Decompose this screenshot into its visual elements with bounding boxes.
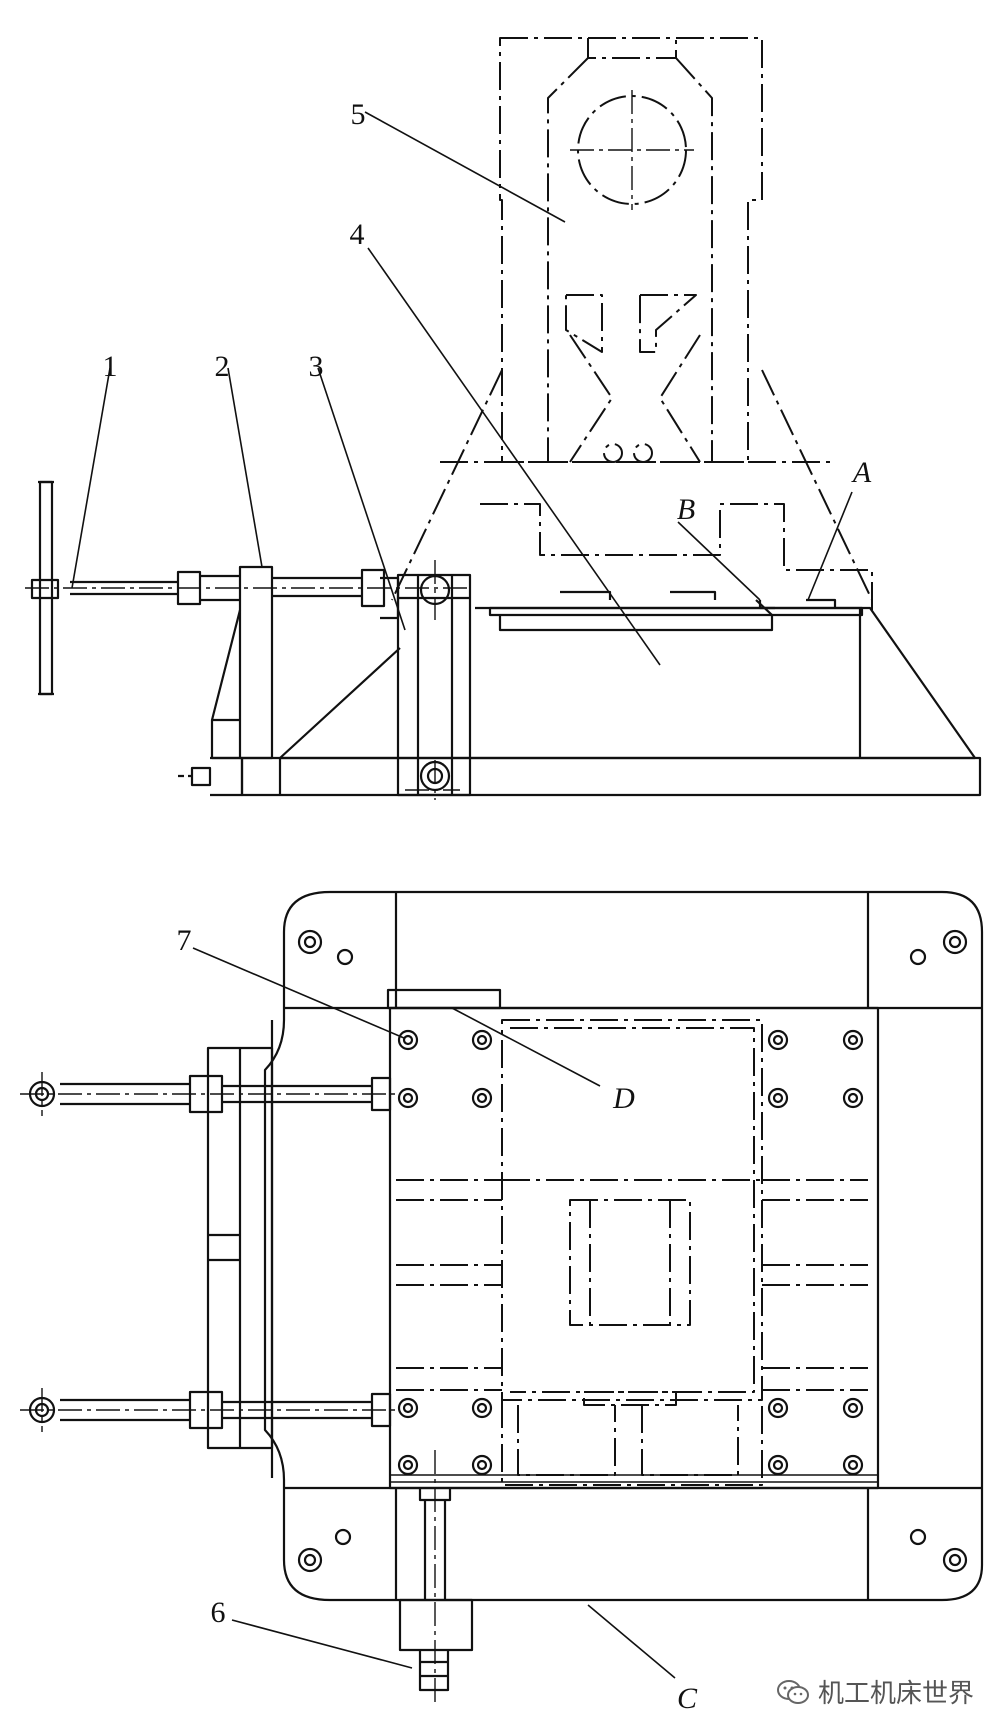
label-C: C <box>677 1682 698 1715</box>
label-2: 2 <box>215 350 230 383</box>
plan-base-outline <box>263 890 984 1602</box>
locating-block-D <box>386 988 502 1010</box>
plan-centerlines <box>20 1072 436 1706</box>
corner-bolts <box>297 929 968 1573</box>
screw-bracket <box>210 565 274 760</box>
plan-leaders <box>192 947 676 1679</box>
label-7: 7 <box>177 924 192 957</box>
base-plate <box>178 756 982 797</box>
front-leaders <box>71 111 853 666</box>
watermark-text: 机工机床世界 <box>817 1679 974 1709</box>
label-6: 6 <box>211 1596 226 1629</box>
label-4: 4 <box>350 218 365 251</box>
screw-centerline <box>25 560 470 800</box>
plan-screw-top <box>28 1074 392 1114</box>
plan-workpiece <box>396 1019 868 1486</box>
front-view <box>25 37 982 800</box>
column-centerlines <box>570 90 694 210</box>
label-1: 1 <box>103 350 118 383</box>
label-3: 3 <box>309 350 324 383</box>
label-B: B <box>677 493 695 526</box>
workpiece-column <box>391 37 873 615</box>
clamp-post <box>380 573 472 797</box>
plate-bolts <box>397 1029 864 1476</box>
fixture-plate <box>388 1006 880 1490</box>
plan-screw-6 <box>398 1488 474 1692</box>
label-A: A <box>851 456 872 489</box>
watermark: 机工机床世界 <box>776 1673 974 1710</box>
wechat-icon <box>776 1679 809 1704</box>
plan-view <box>20 890 984 1706</box>
t-handle-screw <box>30 480 386 696</box>
label-D: D <box>612 1082 635 1115</box>
callout-labels: 1 2 3 4 5 6 7 A B C D <box>103 98 872 1715</box>
label-5: 5 <box>351 98 366 131</box>
